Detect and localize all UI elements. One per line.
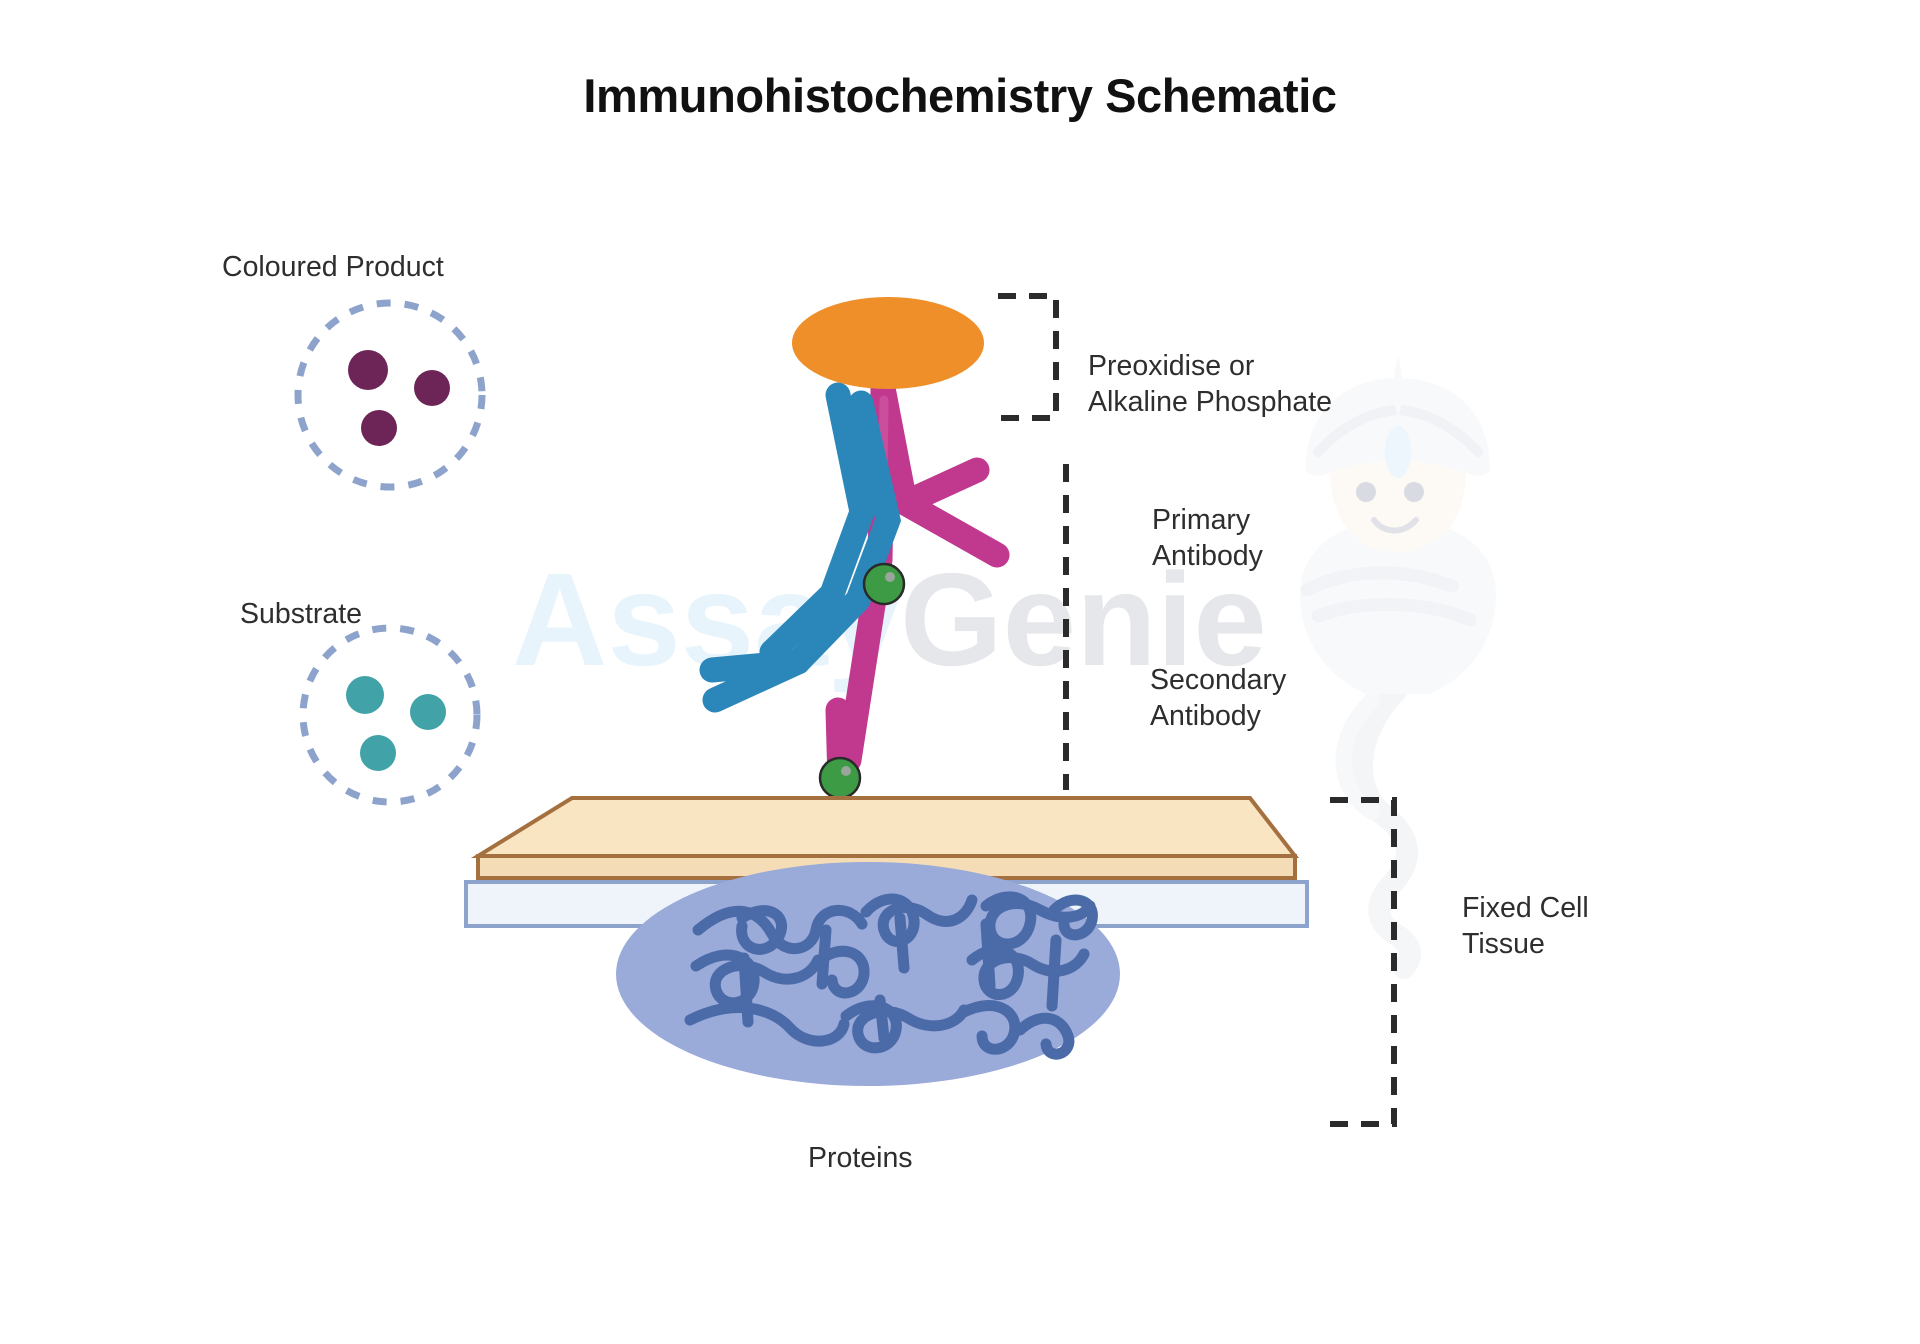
microscope-slide [464, 796, 1309, 928]
coloured-product-dot [361, 410, 397, 446]
substrate-group [299, 624, 481, 806]
coloured-product-dot [348, 350, 388, 390]
bracket-fixed-tissue [1330, 797, 1397, 1127]
label-coloured-product: Coloured Product [222, 251, 444, 283]
antigen-marker [862, 562, 906, 606]
tissue-ellipse-fill [616, 862, 1120, 1086]
fixed-cell-tissue-ellipse [616, 862, 1120, 1086]
coloured-product-group [294, 299, 486, 491]
antigen-marker [818, 756, 862, 800]
primary-antibody [699, 382, 902, 713]
genie-eye-right [1404, 482, 1424, 502]
slide-coating-edge [476, 854, 1297, 880]
bracket-peroxidase [998, 293, 1059, 421]
enzyme-ellipse [792, 297, 984, 389]
genie-turban-jewel [1385, 426, 1411, 478]
label-substrate: Substrate [240, 598, 362, 630]
secondary-antibody-highlight [877, 395, 889, 561]
watermark-assay: Assay [512, 546, 901, 693]
substrate-dot [346, 676, 384, 714]
page-title: Immunohistochemistry Schematic [583, 69, 1337, 122]
secondary-antibody [825, 375, 1010, 795]
label-secondary-antibody: Secondary Antibody [1150, 664, 1287, 733]
genie-eye-left [1356, 482, 1376, 502]
substrate-dot [410, 694, 446, 730]
genie-mascot-icon [1300, 356, 1496, 979]
label-peroxidase: Preoxidise or Alkaline Phosphate [1088, 350, 1333, 419]
label-primary-antibody: Primary Antibody [1152, 504, 1263, 573]
label-proteins: Proteins [808, 1142, 913, 1174]
protein-strands [684, 891, 1098, 1060]
substrate-circle [299, 624, 481, 806]
coloured-product-dot [414, 370, 450, 406]
substrate-dot [360, 735, 396, 771]
label-fixed-cell-tissue: Fixed Cell Tissue [1462, 892, 1589, 961]
slide-glass [464, 880, 1309, 928]
slide-coating-top [470, 796, 1300, 858]
coloured-product-circle [294, 299, 486, 491]
